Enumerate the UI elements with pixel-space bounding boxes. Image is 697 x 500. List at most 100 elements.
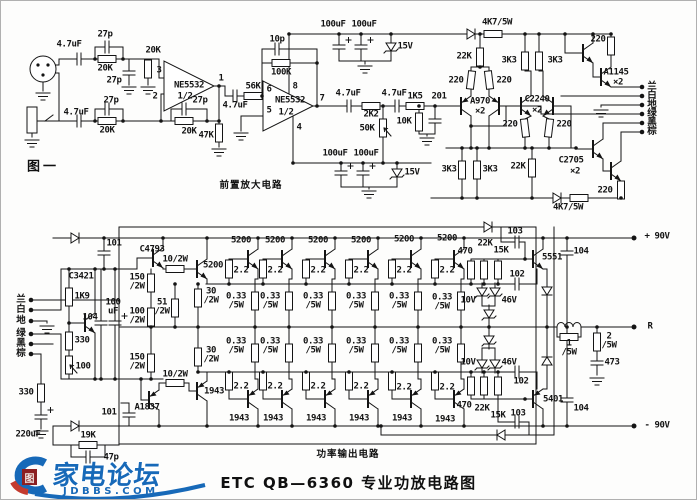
component-label: 15K bbox=[490, 410, 506, 421]
component-label: 3K3 bbox=[441, 164, 457, 175]
component-label: 0.33 /5W bbox=[345, 336, 367, 356]
component-label: 3K3 bbox=[501, 55, 517, 66]
component-label: 470 bbox=[456, 400, 472, 411]
component-label: A1837 bbox=[134, 402, 160, 413]
component-label: 5200 bbox=[436, 233, 458, 244]
component-label: A970 bbox=[469, 96, 491, 107]
component-label: 绿 bbox=[647, 108, 657, 120]
component-label: 104 bbox=[573, 403, 589, 414]
component-label: 2.2 bbox=[310, 265, 326, 276]
watermark-site: JDBBS.COM bbox=[63, 486, 159, 497]
component-label: 地 bbox=[16, 315, 26, 327]
component-label: C4793 bbox=[139, 244, 165, 255]
preamp-caption: 前置放大电路 bbox=[219, 180, 283, 191]
component-label: 4.7uF bbox=[63, 107, 89, 118]
component-label: 15V bbox=[397, 41, 413, 52]
component-label: 地 bbox=[647, 99, 657, 111]
component-label: 15K bbox=[493, 245, 509, 256]
component-label: 100K bbox=[270, 67, 292, 78]
component-label: 20K bbox=[181, 126, 197, 137]
component-label: ×2 bbox=[474, 106, 486, 117]
component-label: 10V bbox=[460, 357, 476, 368]
component-label: 8 bbox=[292, 81, 298, 92]
component-label: 5200 bbox=[264, 235, 286, 246]
component-label: 46V bbox=[501, 295, 517, 306]
component-label: 330 bbox=[18, 387, 34, 398]
component-label: 0.33 /5W bbox=[302, 291, 324, 311]
component-label: 22K bbox=[477, 238, 493, 249]
component-label: 黑 bbox=[647, 117, 657, 129]
component-label: 5200 bbox=[350, 235, 372, 246]
component-label: 47K bbox=[198, 130, 214, 141]
component-label: ×2 bbox=[569, 166, 581, 177]
component-label: 1K9 bbox=[74, 291, 90, 302]
component-label: 56K bbox=[245, 81, 261, 92]
output-board-outline bbox=[118, 226, 537, 445]
component-label: 330 bbox=[74, 335, 90, 346]
component-label: 20K bbox=[97, 63, 113, 74]
component-label: 0.33 /5W bbox=[431, 336, 453, 356]
component-label: 100uF bbox=[320, 19, 346, 30]
watermark-logo: 图 家电论坛 JDBBS.COM bbox=[5, 455, 215, 499]
component-label: 5200 bbox=[202, 260, 224, 271]
component-label: 100uF bbox=[351, 19, 377, 30]
component-label: NE5532 bbox=[274, 95, 306, 106]
component-label: 1943 bbox=[203, 386, 225, 397]
component-label: 3K3 bbox=[547, 55, 563, 66]
component-label: 6 bbox=[266, 84, 272, 95]
component-label: 1/2 bbox=[177, 91, 193, 102]
component-label: 30 /2W bbox=[203, 286, 219, 306]
component-label: 100uF bbox=[322, 148, 348, 159]
component-label: 4.7uF bbox=[381, 88, 407, 99]
component-label: 兰 bbox=[647, 81, 657, 93]
component-label: 20K bbox=[145, 45, 161, 56]
component-label: 5200 bbox=[230, 235, 252, 246]
component-label: 150 /2W bbox=[129, 352, 145, 372]
component-label: + 90V bbox=[644, 231, 670, 242]
component-label: 103 bbox=[507, 226, 523, 237]
component-label: 46V bbox=[501, 357, 517, 368]
component-label: C2240 bbox=[524, 94, 550, 105]
component-label: 4 bbox=[296, 122, 302, 133]
component-label: 1943 bbox=[305, 413, 327, 424]
component-label: 5200 bbox=[393, 234, 415, 245]
component-label: 2.2 bbox=[353, 265, 369, 276]
component-label: 100 /2W bbox=[129, 306, 145, 326]
component-label: 3K3 bbox=[482, 164, 498, 175]
component-label: 50K bbox=[359, 123, 375, 134]
component-label: 0.33 /5W bbox=[259, 336, 281, 356]
component-label: 101 bbox=[106, 238, 122, 249]
component-label: 2 /5W bbox=[601, 331, 617, 351]
component-label: 2K2 bbox=[363, 109, 379, 120]
component-label: 5 bbox=[266, 105, 272, 116]
component-label: 22K bbox=[510, 161, 526, 172]
component-label: R bbox=[647, 321, 653, 332]
output-caption: 功率输出电路 bbox=[316, 449, 380, 460]
red-stamp: 图 bbox=[22, 469, 37, 485]
component-label: 兰 bbox=[16, 294, 26, 306]
component-label: 7 bbox=[319, 93, 325, 104]
component-label: 10/2W bbox=[162, 369, 188, 380]
component-label: 5200 bbox=[307, 235, 329, 246]
component-label: 0.33 /5W bbox=[225, 336, 247, 356]
component-label: 4.7uF bbox=[222, 100, 248, 111]
component-label: 10V bbox=[460, 295, 476, 306]
component-label: 100 uF bbox=[105, 297, 121, 317]
component-label: 220 bbox=[556, 119, 572, 130]
component-label: 2.2 bbox=[396, 265, 412, 276]
schematic-title: ETC QB—6360 专业功放电路图 bbox=[220, 474, 477, 492]
component-label: 黑 bbox=[16, 338, 26, 350]
component-label: 150 /2W bbox=[129, 272, 145, 292]
component-label: 棕 bbox=[647, 126, 657, 138]
component-label: 1K5 bbox=[407, 91, 423, 102]
component-label: 100uF bbox=[353, 148, 379, 159]
component-label: 2.2 bbox=[353, 381, 369, 392]
component-label: 15V bbox=[404, 167, 420, 178]
component-label: 绿 bbox=[16, 328, 26, 340]
component-label: 2.2 bbox=[439, 265, 455, 276]
component-label: 220 bbox=[502, 119, 518, 130]
component-label: 0.33 /5W bbox=[388, 336, 410, 356]
component-label: 4K7/5W bbox=[481, 17, 513, 28]
